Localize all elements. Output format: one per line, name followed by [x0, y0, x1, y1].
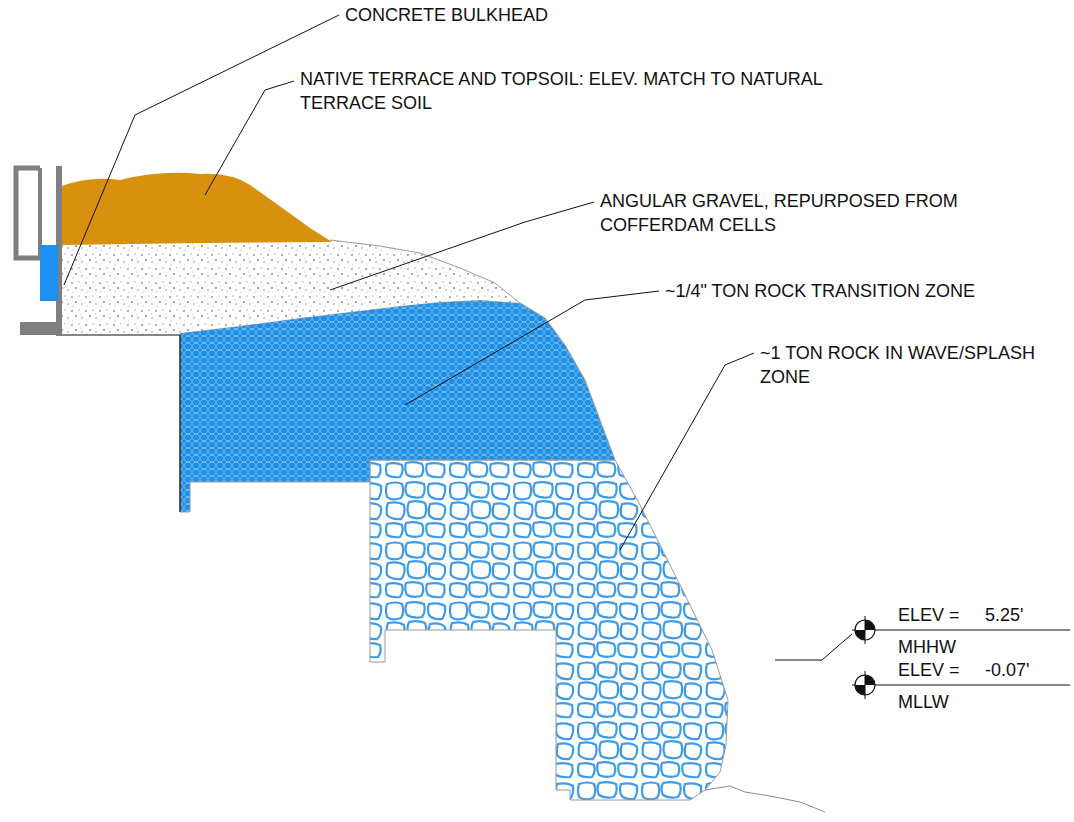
datum-label: MLLW [898, 690, 1018, 714]
callout-label: NATIVE TERRACE AND TOPSOIL: ELEV. MATCH … [300, 67, 860, 115]
topsoil-layer [62, 173, 332, 245]
callout-label: CONCRETE BULKHEAD [345, 3, 765, 27]
elevation-label: ELEV = [898, 603, 978, 627]
gravel-slope-edge [330, 240, 520, 303]
elevation-marker [852, 616, 1070, 644]
callout-label: ~1 TON ROCK IN WAVE/SPLASH ZONE [760, 341, 1065, 389]
concrete-bulkhead [16, 166, 62, 336]
elevation-label: ELEV = [898, 658, 978, 682]
excavation-line [62, 335, 180, 512]
leader-lines [64, 15, 852, 660]
armor-rock-layer [370, 460, 728, 800]
callout-label: ANGULAR GRAVEL, REPURPOSED FROM COFFERDA… [600, 189, 1020, 237]
datum-label: MHHW [898, 635, 1018, 659]
transition-rock-layer [180, 300, 615, 512]
elevation-value: -0.07' [985, 658, 1065, 682]
gravel-layer [62, 240, 520, 335]
elevation-marker [852, 671, 1070, 699]
ground-line [705, 786, 825, 812]
callout-label: ~1/4" TON ROCK TRANSITION ZONE [665, 279, 1065, 303]
elevation-value: 5.25' [985, 603, 1065, 627]
